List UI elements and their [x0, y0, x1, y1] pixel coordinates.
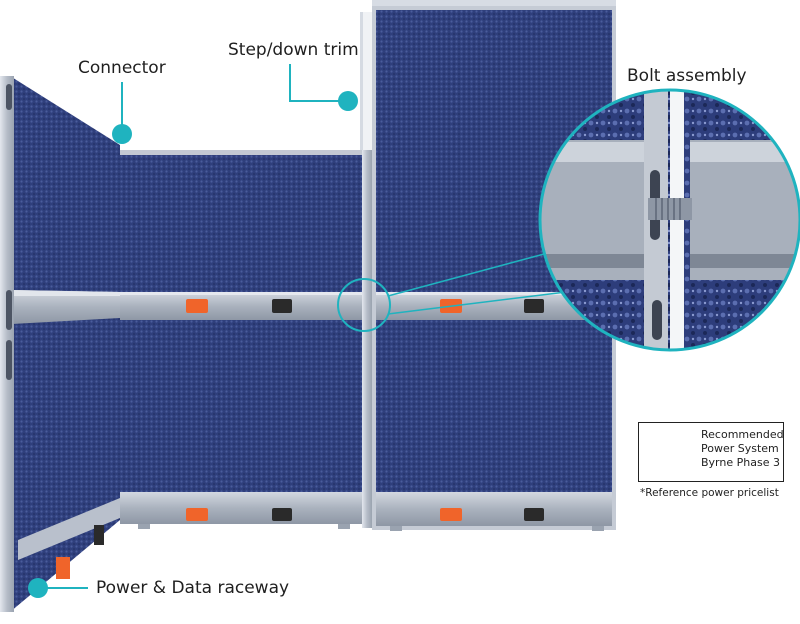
- step-down-trim-label: Step/down trim: [228, 40, 359, 60]
- middle-panel: [120, 150, 362, 529]
- bolt-assembly-label: Bolt assembly: [627, 66, 747, 86]
- data-port-icon: [94, 525, 104, 545]
- legend-line-3: Byrne Phase 3: [701, 456, 780, 469]
- power-outlet-icon: [186, 299, 208, 313]
- power-outlet-icon: [440, 508, 462, 521]
- connector-label: Connector: [78, 58, 166, 78]
- callout-power-data-raceway: [28, 578, 88, 598]
- magnifier-link-line: [387, 253, 545, 297]
- callout-step-down-trim: [289, 64, 358, 111]
- connector-post: [360, 12, 372, 528]
- data-port-icon: [524, 508, 544, 521]
- power-system-legend: Recommended Power System Byrne Phase 3: [638, 422, 784, 482]
- power-data-raceway-label: Power & Data raceway: [96, 578, 290, 598]
- magnifier-link-line: [387, 291, 567, 315]
- power-outlet-icon: [186, 508, 208, 521]
- callout-connector: [112, 82, 132, 144]
- data-port-icon: [272, 508, 292, 521]
- data-port-icon: [272, 299, 292, 313]
- legend-line-2: Power System: [701, 442, 779, 455]
- left-side-panel: [0, 76, 120, 612]
- legend-footnote: *Reference power pricelist: [640, 487, 779, 499]
- data-port-icon: [524, 299, 544, 313]
- bolt-focus-circle: [337, 278, 391, 332]
- legend-line-1: Recommended: [701, 428, 784, 441]
- bolt-assembly-magnifier: [538, 88, 800, 352]
- power-outlet-icon: [56, 557, 70, 579]
